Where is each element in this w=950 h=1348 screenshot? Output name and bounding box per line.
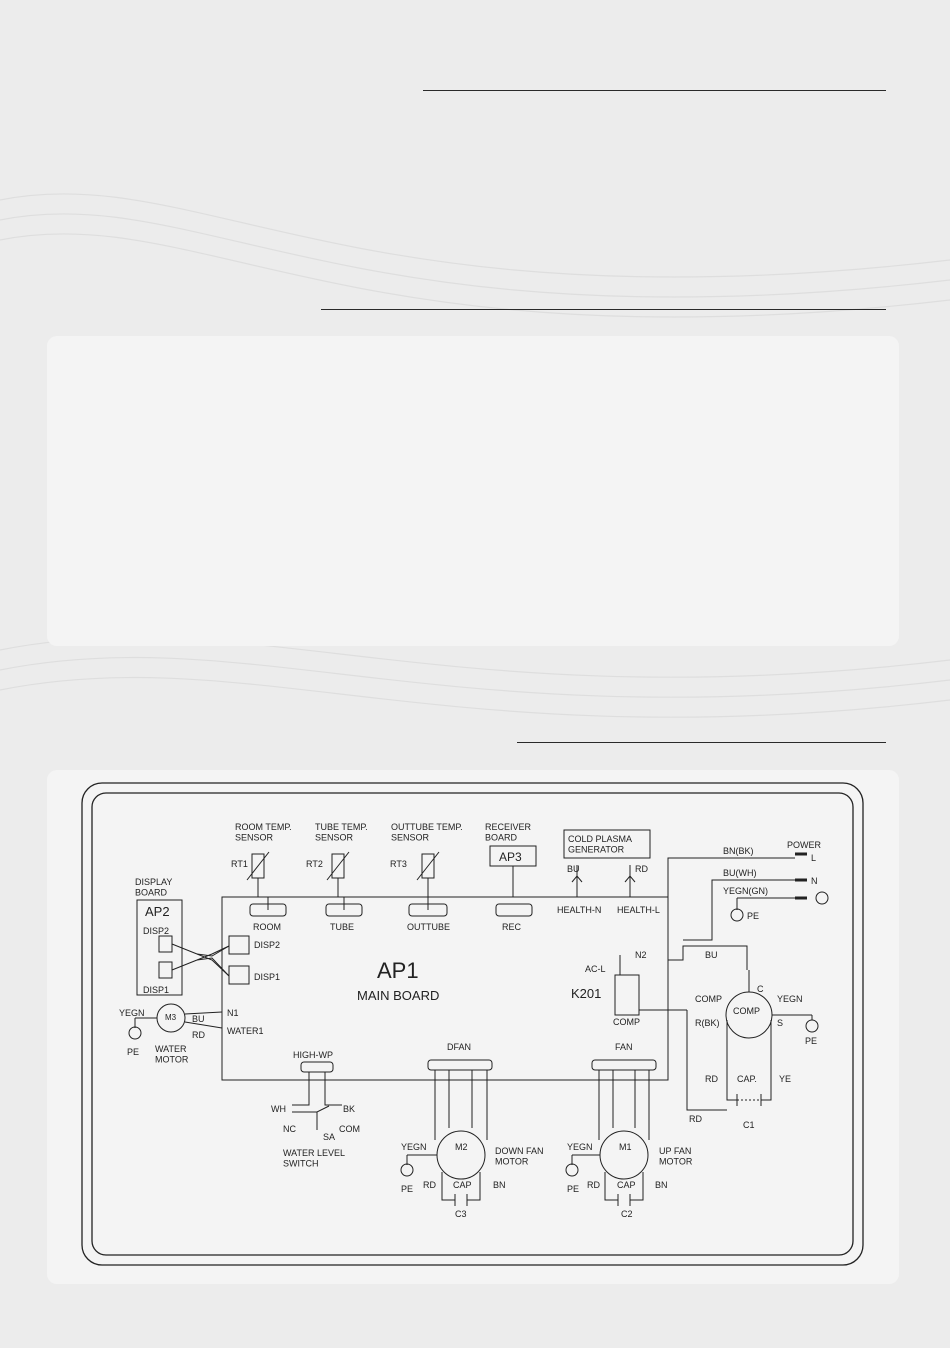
n1-label: N1: [227, 1008, 239, 1018]
m1-label: M1: [619, 1142, 632, 1152]
rd-m2-label: RD: [423, 1180, 436, 1190]
bu-water-motor-label: BU: [192, 1014, 205, 1024]
r-bk-label: R(BK): [695, 1018, 720, 1028]
header-rule-2: [321, 309, 886, 310]
disp2-a-label: DISP2: [143, 926, 169, 936]
dfan-label: DFAN: [447, 1042, 471, 1052]
rt2-label: RT2: [306, 859, 323, 869]
ye-label: YE: [779, 1074, 791, 1084]
bu-main-label: BU: [705, 950, 718, 960]
ap3-label: AP3: [499, 850, 522, 864]
c-label: C: [757, 984, 764, 994]
pe-power-label: PE: [747, 911, 759, 921]
bn-m1-label: BN: [655, 1180, 668, 1190]
ap1-subtitle: MAIN BOARD: [357, 988, 439, 1003]
ap2-label: AP2: [145, 904, 170, 919]
rec-connector-label: REC: [502, 922, 522, 932]
c2-label: C2: [621, 1209, 633, 1219]
tube-sensor-label: TUBE TEMP.SENSOR: [315, 822, 368, 842]
sa-label: SA: [323, 1132, 335, 1142]
tube-connector-label: TUBE: [330, 922, 354, 932]
disp1-b-label: DISP1: [254, 972, 280, 982]
disp2-b-label: DISP2: [254, 940, 280, 950]
outtube-sensor-label: OUTTUBE TEMP.SENSOR: [391, 822, 463, 842]
c3-label: C3: [455, 1209, 467, 1219]
bn-m2-label: BN: [493, 1180, 506, 1190]
yegn-water-motor-label: YEGN: [119, 1008, 145, 1018]
yegn-gn-label: YEGN(GN): [723, 886, 768, 896]
m3-label: M3: [165, 1013, 177, 1022]
n2-label: N2: [635, 950, 647, 960]
header-rule-3: [517, 742, 886, 743]
bu-cold-plasma-label: BU: [567, 864, 580, 874]
blank-content-panel: [47, 336, 899, 646]
power-label: POWER: [787, 840, 822, 850]
wh-label: WH: [271, 1104, 286, 1114]
cap-comp-label: CAP.: [737, 1074, 757, 1084]
pe-comp-label: PE: [805, 1036, 817, 1046]
nc-label: NC: [283, 1124, 296, 1134]
rd-c1-label: RD: [689, 1114, 702, 1124]
rd-m1-label: RD: [587, 1180, 600, 1190]
bn-bk-label: BN(BK): [723, 846, 754, 856]
l-label: L: [811, 853, 816, 863]
disp1-a-label: DISP1: [143, 985, 169, 995]
comp-motor-label: COMP: [733, 1006, 760, 1016]
comp-label: COMP: [695, 994, 722, 1004]
rt3-label: RT3: [390, 859, 407, 869]
room-connector-label: ROOM: [253, 922, 281, 932]
room-sensor-label: ROOM TEMP.SENSOR: [235, 822, 292, 842]
cap-m2-label: CAP: [453, 1180, 472, 1190]
c1-label: C1: [743, 1120, 755, 1130]
header-rule-1: [423, 90, 886, 91]
fan-label: FAN: [615, 1042, 633, 1052]
k201-label: K201: [571, 986, 601, 1001]
rd-cold-plasma-label: RD: [635, 864, 648, 874]
m2-label: M2: [455, 1142, 468, 1152]
outtube-connector-label: OUTTUBE: [407, 922, 450, 932]
yegn-m1-label: YEGN: [567, 1142, 593, 1152]
rd-water-motor-label: RD: [192, 1030, 205, 1040]
ac-l-label: AC-L: [585, 964, 606, 974]
wiring-diagram-panel: [47, 770, 899, 1284]
pe-m2-label: PE: [401, 1184, 413, 1194]
health-l-label: HEALTH-L: [617, 905, 660, 915]
rd-cap-label: RD: [705, 1074, 718, 1084]
bk-label: BK: [343, 1104, 355, 1114]
pe-water-motor-label: PE: [127, 1047, 139, 1057]
water1-label: WATER1: [227, 1026, 264, 1036]
cap-m1-label: CAP: [617, 1180, 636, 1190]
yegn-m2-label: YEGN: [401, 1142, 427, 1152]
ap1-title: AP1: [377, 958, 419, 983]
rt1-label: RT1: [231, 859, 248, 869]
comp-relay-label: COMP: [613, 1017, 640, 1027]
health-n-label: HEALTH-N: [557, 905, 601, 915]
pe-m1-label: PE: [567, 1184, 579, 1194]
bu-wh-label: BU(WH): [723, 868, 757, 878]
yegn-comp-label: YEGN: [777, 994, 803, 1004]
n-label: N: [811, 876, 818, 886]
s-label: S: [777, 1018, 783, 1028]
com-label: COM: [339, 1124, 360, 1134]
high-wp-label: HIGH-WP: [293, 1050, 333, 1060]
